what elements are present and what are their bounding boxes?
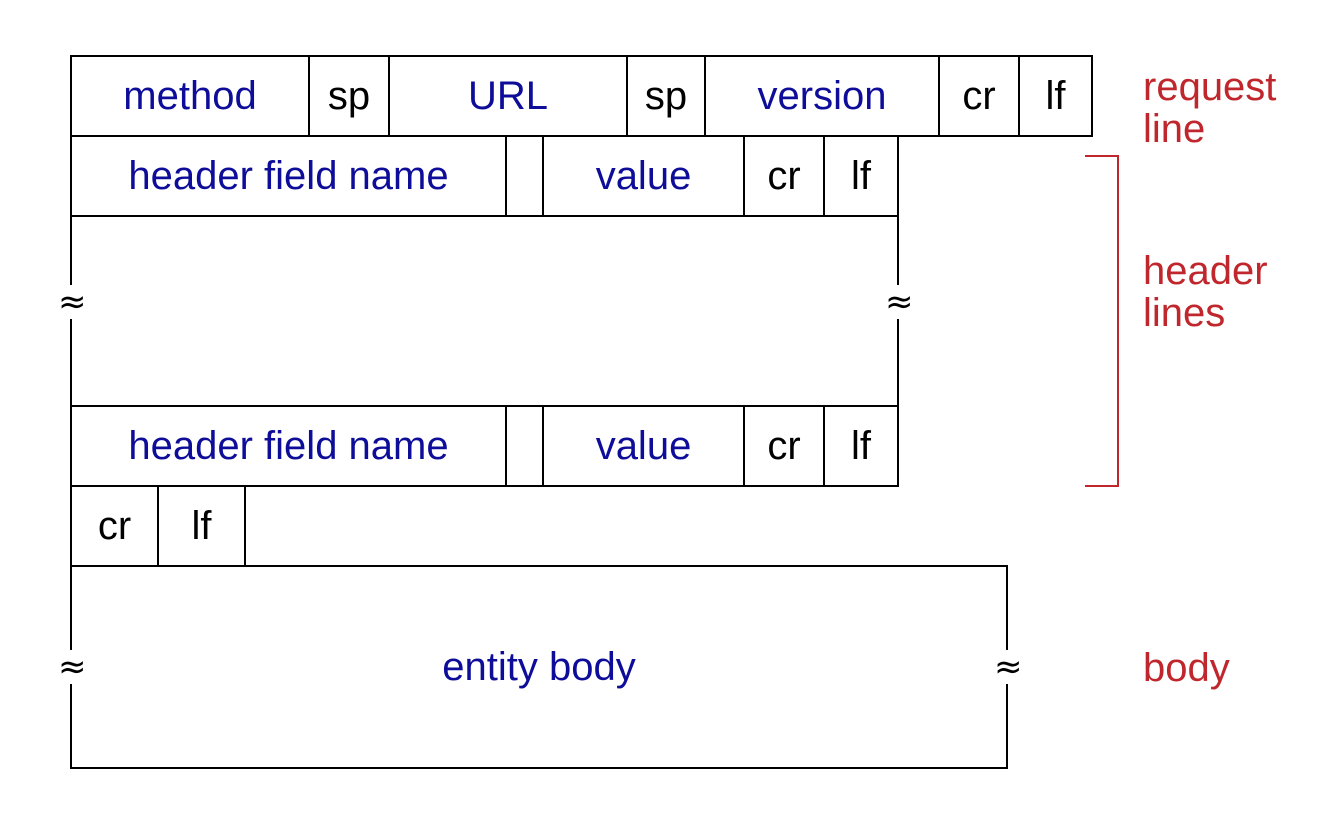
entity-body-text: entity body bbox=[442, 645, 636, 689]
break-symbol: ≈ bbox=[57, 647, 88, 687]
url-field: URL bbox=[388, 55, 628, 137]
header-bracket-bottom bbox=[1085, 485, 1119, 487]
header-value: value bbox=[542, 405, 745, 487]
break-symbol: ≈ bbox=[57, 282, 88, 322]
sp-field: sp bbox=[308, 55, 390, 137]
header-separator bbox=[505, 135, 544, 217]
header-value: value bbox=[542, 135, 745, 217]
header-bracket-spine bbox=[1117, 155, 1119, 487]
method-field: method bbox=[70, 55, 310, 137]
body-top-border bbox=[70, 565, 1008, 567]
cr-field: cr bbox=[938, 55, 1020, 137]
header-bracket-top bbox=[1085, 155, 1119, 157]
header-field-name: header field name bbox=[70, 405, 507, 487]
sp-field: sp bbox=[626, 55, 706, 137]
header-separator bbox=[505, 405, 544, 487]
version-field: version bbox=[704, 55, 940, 137]
header-lines-label: header lines bbox=[1143, 249, 1268, 335]
lf-field: lf bbox=[1018, 55, 1093, 137]
break-symbol: ≈ bbox=[993, 647, 1024, 687]
body-label: body bbox=[1143, 646, 1230, 690]
cr-field: cr bbox=[743, 135, 825, 217]
cr-field: cr bbox=[70, 485, 159, 567]
lf-field: lf bbox=[157, 485, 246, 567]
header-field-name: header field name bbox=[70, 135, 507, 217]
cr-field: cr bbox=[743, 405, 825, 487]
body-bottom-border bbox=[70, 767, 1008, 769]
lf-field: lf bbox=[823, 405, 899, 487]
break-symbol: ≈ bbox=[884, 282, 915, 322]
request-line-label: request line bbox=[1143, 65, 1277, 151]
lf-field: lf bbox=[823, 135, 899, 217]
